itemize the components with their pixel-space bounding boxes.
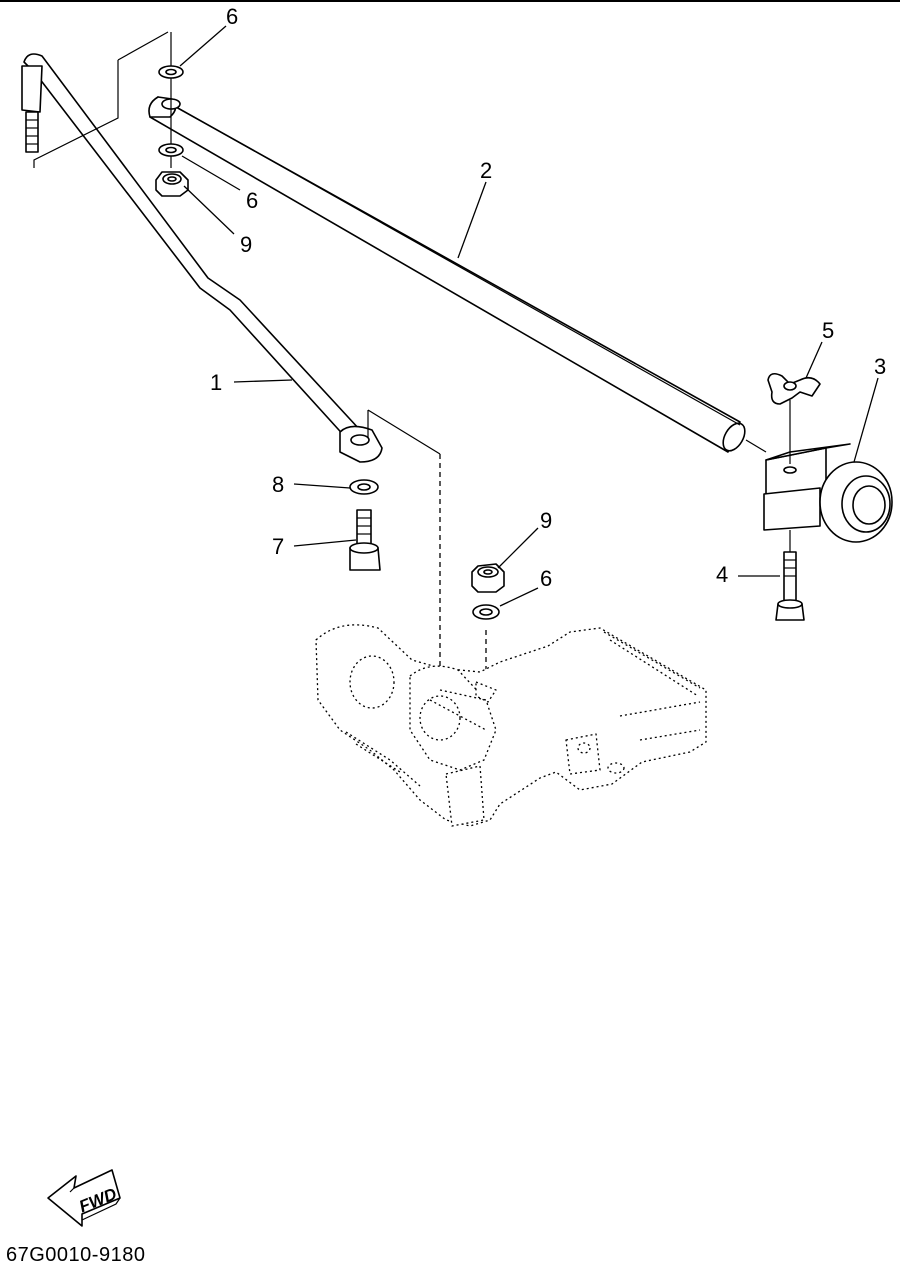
callout-7: 7	[272, 534, 284, 559]
callout-8: 8	[272, 472, 284, 497]
fwd-arrow-icon: FWD	[47, 1169, 121, 1227]
part-3-clamp	[763, 443, 893, 543]
alignment-line-housing	[367, 409, 441, 455]
callout-9-top: 9	[240, 232, 252, 257]
callout-9-center: 9	[540, 508, 552, 533]
part-9-nut-top	[155, 171, 189, 197]
leader-lines	[179, 25, 879, 607]
callout-6-mid: 6	[246, 188, 258, 213]
callout-2: 2	[480, 158, 492, 183]
alignment-bracket-top	[33, 31, 169, 168]
callout-4: 4	[716, 562, 728, 587]
part-6-washer-top	[158, 65, 184, 79]
part-5-wing-nut	[767, 372, 821, 405]
part-6-washer-center	[472, 604, 500, 620]
callout-6-top: 6	[226, 4, 238, 29]
part-1-rod	[21, 53, 383, 463]
callout-6-center: 6	[540, 566, 552, 591]
part-2-rod	[148, 96, 746, 453]
drawing-code: 67G0010-9180	[6, 1244, 146, 1266]
housing-reference-outline	[315, 624, 707, 827]
callout-3: 3	[874, 354, 886, 379]
part-8-washer	[349, 479, 379, 495]
callout-5: 5	[822, 318, 834, 343]
callout-1: 1	[210, 370, 222, 395]
part-6-washer-mid	[158, 143, 184, 157]
part-9-nut-center	[471, 563, 505, 593]
part-7-bolt	[349, 509, 381, 571]
alignment-line-rod-end	[745, 439, 767, 453]
part-4-bolt	[775, 551, 805, 621]
